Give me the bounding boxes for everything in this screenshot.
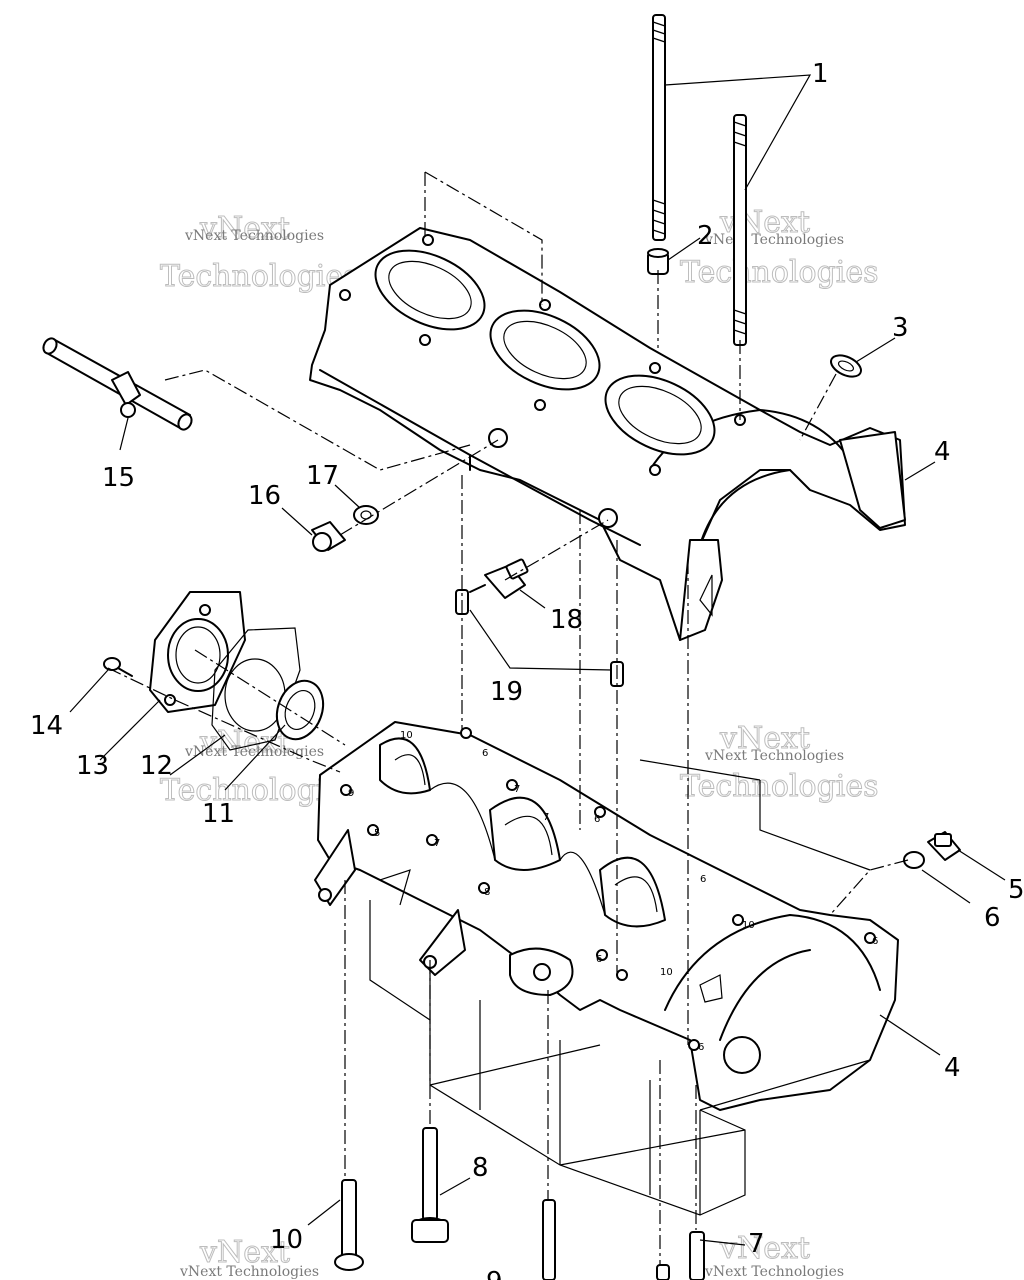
leader-lines	[69, 74, 1006, 1246]
svg-text:vNext: vNext	[719, 1231, 810, 1266]
svg-text:vNext Technologies: vNext Technologies	[704, 232, 844, 248]
svg-text:10: 10	[660, 967, 673, 978]
svg-text:Technologies: Technologies	[680, 255, 879, 290]
svg-text:6: 6	[872, 936, 878, 947]
grommet	[830, 354, 862, 378]
seal-housing	[149, 591, 246, 713]
oil-seal	[275, 679, 325, 741]
washer-17	[353, 505, 379, 525]
svg-text:7: 7	[514, 784, 520, 795]
watermark-bottom-right: vNext vNext Technologies	[704, 1231, 844, 1280]
svg-text:6: 6	[700, 874, 706, 885]
callout-2: 2	[697, 221, 714, 251]
svg-text:5: 5	[374, 828, 380, 839]
svg-text:vNext: vNext	[199, 1235, 290, 1270]
callout-13: 13	[76, 751, 109, 781]
watermark-mid-right: vNext Technologies vNext Technologies	[680, 721, 880, 805]
svg-text:8: 8	[484, 887, 490, 898]
svg-text:vNext Technologies: vNext Technologies	[179, 1264, 319, 1280]
callout-11: 11	[202, 799, 235, 829]
svg-text:9: 9	[348, 788, 354, 799]
callout-7: 7	[748, 1229, 765, 1259]
callout-17: 17	[306, 461, 339, 491]
svg-text:6: 6	[594, 814, 600, 825]
svg-text:7: 7	[434, 838, 440, 849]
lower-crankcase: 10 6 9 5 7 7 6 7 6 8 10 6 6 10 6	[314, 721, 899, 1216]
water-pipe-with-clamp	[42, 337, 193, 431]
watermark-top-left: vNext Technologies vNext Technologies	[160, 211, 360, 295]
callout-labels: 1 2 3 4 4 5 6 7 8 9 10 11 12 13 14 15 16…	[30, 59, 1024, 1280]
svg-text:vNext Technologies: vNext Technologies	[704, 748, 844, 764]
svg-text:vNext: vNext	[199, 211, 290, 246]
svg-text:6: 6	[482, 748, 488, 759]
callout-1: 1	[812, 59, 829, 89]
callout-18: 18	[550, 605, 583, 635]
bolt-10	[334, 1179, 364, 1271]
callout-8: 8	[472, 1153, 489, 1183]
callout-4-lower: 4	[944, 1053, 961, 1083]
svg-text:Technologies: Technologies	[160, 259, 359, 294]
svg-text:Technologies: Technologies	[680, 769, 879, 804]
callout-5: 5	[1008, 875, 1024, 905]
assembly-lines	[107, 171, 909, 1265]
callout-3: 3	[892, 313, 909, 343]
callout-9: 9	[486, 1267, 503, 1280]
bolt-16	[311, 521, 346, 552]
callout-15: 15	[102, 463, 135, 493]
callout-10: 10	[270, 1225, 303, 1255]
callout-19: 19	[490, 677, 523, 707]
bolt-5	[927, 831, 961, 861]
callout-6: 6	[984, 903, 1001, 933]
stud-long	[652, 14, 666, 241]
svg-text:vNext: vNext	[719, 721, 810, 756]
stud-short	[733, 114, 747, 346]
callout-12: 12	[140, 751, 173, 781]
callout-14: 14	[30, 711, 63, 741]
bolt-9	[542, 1199, 556, 1280]
bolt-8	[411, 1127, 449, 1243]
temp-sensor	[469, 558, 529, 599]
washer-6	[903, 851, 925, 869]
svg-text:vNext Technologies: vNext Technologies	[184, 228, 324, 244]
callout-4-upper: 4	[934, 437, 951, 467]
svg-text:6: 6	[596, 954, 602, 965]
svg-text:7: 7	[543, 812, 549, 823]
upper-crankcase	[309, 227, 906, 641]
callout-16: 16	[248, 481, 281, 511]
svg-text:vNext Technologies: vNext Technologies	[184, 744, 324, 760]
svg-text:vNext Technologies: vNext Technologies	[704, 1264, 844, 1280]
svg-text:6: 6	[698, 1042, 704, 1053]
svg-text:10: 10	[400, 730, 413, 741]
screw-14	[103, 657, 133, 677]
watermark-bottom-left: vNext vNext Technologies	[179, 1235, 319, 1280]
svg-text:10: 10	[742, 920, 755, 931]
bolt-7	[656, 1231, 705, 1280]
